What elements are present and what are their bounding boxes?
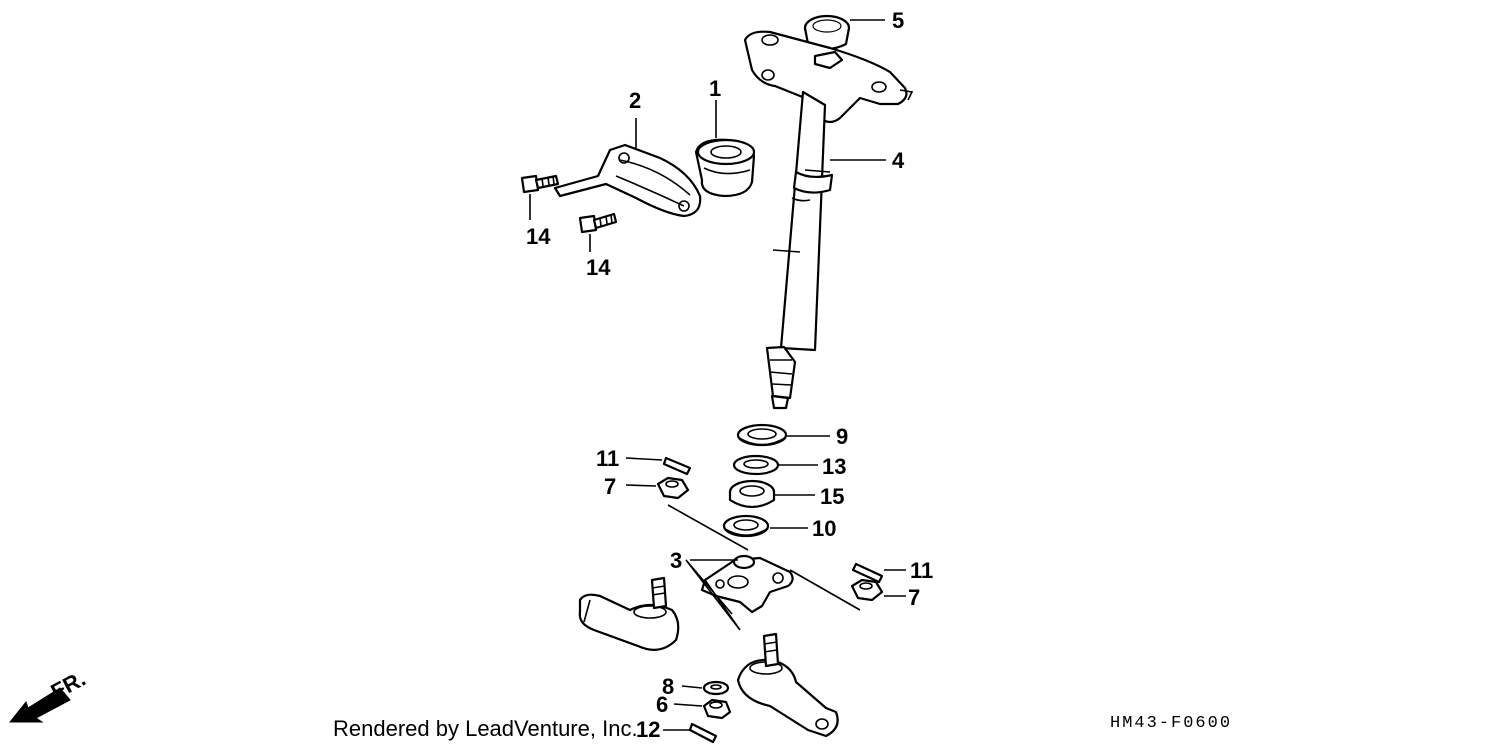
- callout-9: 9: [836, 424, 848, 449]
- callout-14b: 14: [586, 255, 611, 280]
- callout-11a: 11: [596, 446, 619, 471]
- part-14-bolt-a: [520, 174, 560, 220]
- part-7-nut-b: [789, 569, 884, 611]
- callout-1: 1: [709, 76, 721, 101]
- part-10-seal: [722, 514, 770, 538]
- part-12-cotter-pin: [688, 722, 718, 744]
- callout-5: 5: [892, 8, 904, 33]
- part-8-washer: [702, 680, 730, 696]
- part-3-steering-arm: [700, 554, 794, 614]
- callout-10: 10: [812, 516, 836, 541]
- part-11-cotter-pin-b: [851, 562, 884, 584]
- callout-3: 3: [670, 548, 682, 573]
- callout-2: 2: [629, 88, 641, 113]
- part-15-bearing: [728, 479, 776, 509]
- part-2-holder: [553, 118, 702, 218]
- leader-lines: [625, 19, 906, 731]
- callout-11b: 11: [910, 558, 933, 583]
- callout-7b: 7: [908, 585, 920, 610]
- part-6-nut: [702, 698, 732, 720]
- callout-12: 12: [636, 717, 660, 742]
- part-4-steering-shaft: [743, 30, 914, 410]
- part-13-seal: [732, 454, 780, 476]
- callout-6: 6: [656, 692, 668, 717]
- tie-rod-end-right: [736, 632, 839, 738]
- part-7-nut-a: [656, 476, 749, 551]
- callout-13: 13: [822, 454, 846, 479]
- front-direction-arrow-icon: FR.: [8, 666, 90, 723]
- callout-14a: 14: [526, 224, 551, 249]
- render-credit: Rendered by LeadVenture, Inc.: [333, 716, 638, 741]
- drawing-code: HM43-F0600: [1110, 714, 1233, 733]
- callout-8: 8: [662, 674, 674, 699]
- part-14-bolt-b: [578, 212, 618, 252]
- tie-rod-end-left: [578, 559, 741, 651]
- part-11-cotter-pin-a: [662, 456, 692, 476]
- callout-7a: 7: [604, 474, 616, 499]
- part-9-bearing: [736, 423, 788, 447]
- callout-15: 15: [820, 484, 844, 509]
- part-1-bushing: [694, 138, 756, 198]
- callout-4: 4: [892, 148, 905, 173]
